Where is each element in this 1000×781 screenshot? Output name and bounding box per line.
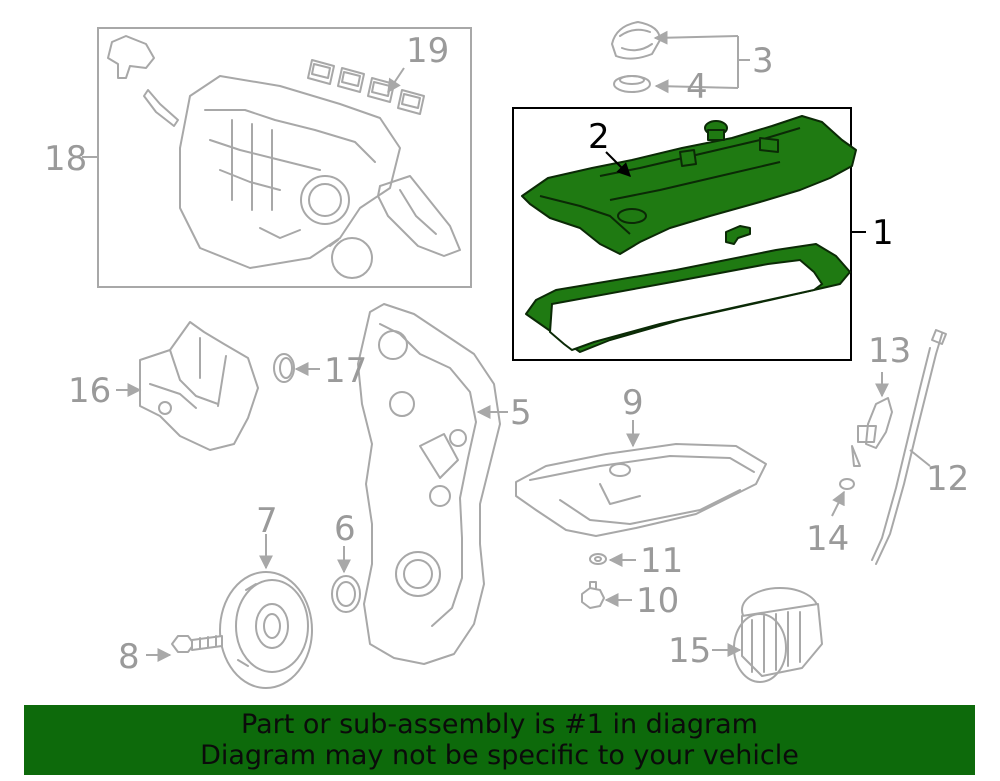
- callout-7[interactable]: 7: [256, 501, 278, 541]
- callout-6[interactable]: 6: [334, 509, 356, 549]
- callout-16[interactable]: 16: [68, 371, 111, 411]
- callout-9[interactable]: 9: [622, 383, 644, 423]
- callout-12[interactable]: 12: [926, 459, 969, 499]
- notice-line-1: Part or sub-assembly is #1 in diagram: [241, 709, 758, 740]
- callout-18[interactable]: 18: [44, 139, 87, 179]
- oring-14-group[interactable]: [839, 478, 855, 490]
- callout-3[interactable]: 3: [752, 41, 774, 81]
- callout-14[interactable]: 14: [806, 519, 849, 559]
- callout-1[interactable]: 1: [872, 213, 894, 253]
- callout-2[interactable]: 2: [588, 117, 610, 157]
- seal-17-group[interactable]: [273, 353, 295, 383]
- oil-filler-cap-group[interactable]: [611, 21, 661, 93]
- crankshaft-seal-group[interactable]: [331, 575, 361, 613]
- callout-8[interactable]: 8: [118, 637, 140, 677]
- crankshaft-bolt-group[interactable]: [171, 635, 223, 653]
- callout-labels: 1 2 3 4 5 6 7 8 9 10 11 12 13 14 15 16 1…: [44, 31, 969, 677]
- notice-banner: Part or sub-assembly is #1 in diagram Di…: [24, 705, 975, 775]
- valve-cover-box: [512, 107, 852, 361]
- callout-10[interactable]: 10: [636, 581, 679, 621]
- dipstick-group[interactable]: [871, 329, 947, 565]
- callout-13[interactable]: 13: [868, 331, 911, 371]
- oil-pan-group[interactable]: [515, 443, 767, 537]
- callout-5[interactable]: 5: [510, 393, 532, 433]
- valve-cover-assembly-group[interactable]: [512, 107, 857, 361]
- drain-plug-group[interactable]: [581, 553, 607, 609]
- callout-17[interactable]: 17: [324, 351, 367, 391]
- leader-lines: [82, 30, 931, 662]
- callout-11[interactable]: 11: [640, 541, 683, 581]
- notice-line-2: Diagram may not be specific to your vehi…: [200, 740, 799, 771]
- oil-pump-bracket-group[interactable]: [139, 321, 259, 451]
- timing-cover-group[interactable]: [357, 303, 501, 665]
- callout-19[interactable]: 19: [406, 31, 449, 71]
- callout-15[interactable]: 15: [668, 631, 711, 671]
- dipstick-tube-group[interactable]: [851, 397, 893, 467]
- crankshaft-pulley-group[interactable]: [219, 571, 313, 689]
- parts-diagram: 1 2 3 4 5 6 7 8 9 10 11 12 13 14 15 16 1…: [44, 21, 969, 689]
- oil-filter-group[interactable]: [733, 587, 823, 683]
- callout-4[interactable]: 4: [686, 67, 708, 107]
- intake-manifold-group[interactable]: [97, 27, 472, 288]
